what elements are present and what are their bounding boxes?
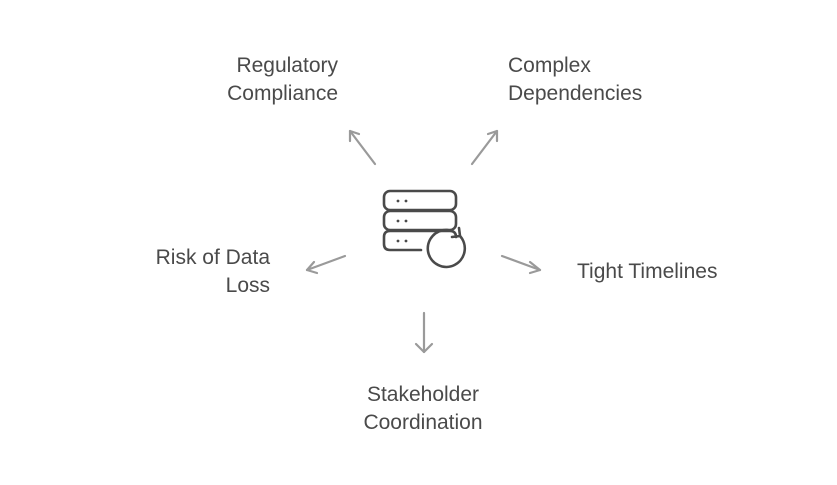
node-tight-timelines: Tight Timelines xyxy=(577,258,777,286)
node-label-line: Dependencies xyxy=(508,82,643,105)
server-rack-bottom xyxy=(382,229,458,252)
node-label-line: Complex xyxy=(508,54,591,77)
node-label-line: Stakeholder xyxy=(366,383,480,406)
node-label-line: Compliance xyxy=(227,82,338,105)
database-refresh-icon xyxy=(382,189,467,269)
arrow-to-complex xyxy=(470,129,499,166)
server-rack-top xyxy=(382,189,458,212)
refresh-arrowhead xyxy=(450,226,462,239)
arrow-to-tight xyxy=(500,254,542,275)
server-rack-middle xyxy=(382,209,458,232)
node-label-line: Loss xyxy=(225,274,270,297)
node-label-line: Risk of Data xyxy=(155,246,270,269)
node-label-line: Regulatory xyxy=(236,54,338,77)
node-risk-of-data-loss: Risk of Data Loss xyxy=(120,244,270,300)
arrow-to-regulatory xyxy=(348,129,377,166)
node-complex-dependencies: Complex Dependencies xyxy=(508,52,688,108)
node-label-line: Tight Timelines xyxy=(577,260,718,283)
node-label-line: Coordination xyxy=(363,411,483,434)
node-stakeholder-coordination: Stakeholder Coordination xyxy=(323,381,523,437)
arrow-to-stakeholder xyxy=(414,311,434,354)
node-regulatory-compliance: Regulatory Compliance xyxy=(180,52,338,108)
arrow-to-risk xyxy=(305,254,347,275)
refresh-arc xyxy=(426,228,467,269)
